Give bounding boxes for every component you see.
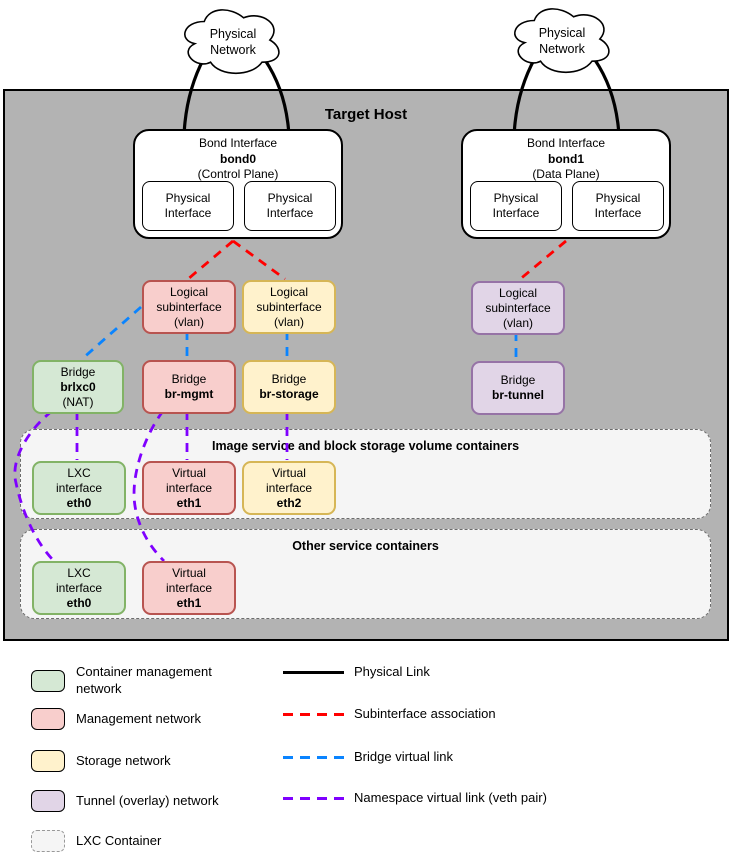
legend-label: Management network xyxy=(76,710,202,726)
subinterface-tunnel-box: Logical subinterface (vlan) xyxy=(471,281,565,335)
legend-label: Tunnel (overlay) network xyxy=(76,792,219,808)
legend-item-namespace-virtual-link: Namespace virtual link (veth pair) xyxy=(283,790,547,807)
legend-label: Namespace virtual link (veth pair) xyxy=(354,790,547,805)
cloud-label: Physical Network xyxy=(538,26,586,57)
other-service-container-title: Other service containers xyxy=(292,539,439,553)
bridge-br-storage-box: Bridge br-storage xyxy=(242,360,336,414)
legend-item-bridge-virtual-link: Bridge virtual link xyxy=(283,749,453,766)
legend-swatch-green xyxy=(31,669,65,692)
physical-interface-box: Physical Interface xyxy=(470,181,562,231)
subinterface-storage-box: Logical subinterface (vlan) xyxy=(242,280,336,334)
physical-interface-box: Physical Interface xyxy=(142,181,234,231)
legend-swatch-yellow xyxy=(31,750,65,772)
legend-label: Storage network xyxy=(76,752,171,768)
legend-item-mgmt: Management network xyxy=(31,708,201,730)
physical-interface-box: Physical Interface xyxy=(572,181,664,231)
bond1-title: Bond Interface xyxy=(526,136,606,150)
legend-swatch-lxc xyxy=(31,830,65,852)
lxc-interface-eth0-box: LXC interface eth0 xyxy=(32,561,126,615)
bond0-plane: (Control Plane) xyxy=(197,167,279,182)
bridge-virtual-link-line xyxy=(81,305,518,361)
legend-line-blue xyxy=(283,755,344,759)
bond1-plane: (Data Plane) xyxy=(532,167,600,182)
legend-label: Container management network xyxy=(76,664,212,696)
target-host-title: Target Host xyxy=(324,106,408,123)
physical-interface-box: Physical Interface xyxy=(244,181,336,231)
legend-swatch-red xyxy=(31,708,65,730)
namespace-virtual-link-line xyxy=(13,409,289,562)
virtual-interface-eth2-box: Virtual interface eth2 xyxy=(242,461,336,515)
legend-line-black xyxy=(283,670,344,674)
cloud-label: Physical Network xyxy=(209,27,257,58)
legend-label: LXC Container xyxy=(76,832,162,848)
legend-line-purple xyxy=(283,796,344,800)
bridge-br-mgmt-box: Bridge br-mgmt xyxy=(142,360,236,414)
legend-item-container-mgmt: Container management network xyxy=(31,664,241,698)
other-service-container-box: Other service containers xyxy=(20,529,711,619)
image-service-container-title: Image service and block storage volume c… xyxy=(211,439,520,453)
legend-item-physical-link: Physical Link xyxy=(283,664,430,681)
legend-item-subinterface-association: Subinterface association xyxy=(283,706,496,723)
legend-label: Subinterface association xyxy=(354,706,496,721)
subinterface-mgmt-box: Logical subinterface (vlan) xyxy=(142,280,236,334)
bond0-title: Bond Interface xyxy=(198,136,278,150)
legend-swatch-purple xyxy=(31,790,65,812)
legend-label: Bridge virtual link xyxy=(354,749,453,764)
lxc-interface-eth0-box: LXC interface eth0 xyxy=(32,461,126,515)
physical-network-cloud xyxy=(184,8,610,74)
virtual-interface-eth1-box: Virtual interface eth1 xyxy=(142,561,236,615)
legend-item-tunnel: Tunnel (overlay) network xyxy=(31,790,219,812)
subinterface-association-line xyxy=(187,239,567,282)
legend-item-storage: Storage network xyxy=(31,750,171,772)
bond1-name: bond1 xyxy=(548,151,584,166)
virtual-interface-eth1-box: Virtual interface eth1 xyxy=(142,461,236,515)
bridge-br-tunnel-box: Bridge br-tunnel xyxy=(471,361,565,415)
bond0-name: bond0 xyxy=(220,151,256,166)
legend-label: Physical Link xyxy=(354,664,430,679)
legend-item-lxc-container: LXC Container xyxy=(31,830,161,852)
legend-line-red xyxy=(283,712,344,716)
bridge-brlxc0-box: Bridge brlxc0 (NAT) xyxy=(32,360,124,414)
